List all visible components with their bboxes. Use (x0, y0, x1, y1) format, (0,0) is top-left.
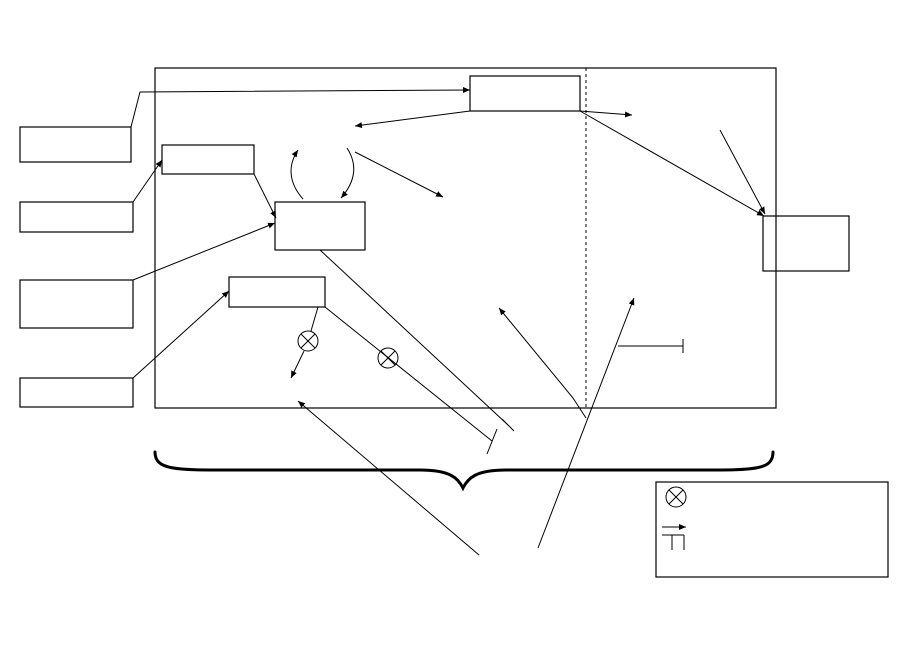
arrow-bottom-to-right (537, 297, 635, 549)
arrow-top-box-left (354, 110, 471, 129)
arrow-top-box-to-right-box (579, 110, 765, 217)
arrow-left-box-2-to-upper-inner (132, 159, 163, 203)
tee-bar-2 (486, 428, 498, 455)
left-box-4 (19, 377, 134, 408)
top-center-box (469, 75, 581, 112)
tee-bar-icon (662, 534, 685, 550)
tee-bar-1 (501, 418, 515, 432)
central-box (274, 201, 366, 251)
arrow-center-diagonal (354, 151, 444, 198)
inhibition-cross-b (300, 333, 316, 349)
curved-arrow-right (340, 147, 355, 199)
arrow-inhibition-down (290, 350, 305, 379)
legend-box (655, 481, 889, 578)
upper-left-inner-box (161, 144, 255, 175)
inhibition-circle-icon (665, 486, 687, 508)
main-frame (154, 67, 777, 409)
left-box-1 (19, 126, 132, 163)
arrow-left-box-3-to-central (132, 222, 276, 281)
arrow-left-box-4-to-lower-inner (132, 290, 230, 379)
line-lower-inner-down (310, 306, 319, 332)
lower-left-inner-box (228, 276, 326, 308)
curly-brace (153, 450, 775, 492)
right-box (762, 215, 850, 272)
line-central-to-tee (319, 249, 509, 426)
arrow-left-box-1-to-top-box (130, 87, 471, 128)
arrow-divider-to-center (498, 307, 587, 419)
inhibition-cross-b (380, 350, 396, 366)
line-lower-inner-to-tee (324, 306, 493, 442)
arrow-bottom-to-left (297, 400, 480, 556)
left-box-2 (19, 201, 134, 233)
inhibition-circle-icon (297, 330, 319, 352)
arrow-upper-inner-to-central (253, 173, 277, 219)
left-box-3 (19, 279, 134, 329)
arrow-top-box-right (579, 110, 633, 118)
curved-arrow-left (290, 149, 304, 200)
arrow-to-right-box (719, 129, 766, 215)
inhibition-circle-icon (377, 347, 399, 369)
